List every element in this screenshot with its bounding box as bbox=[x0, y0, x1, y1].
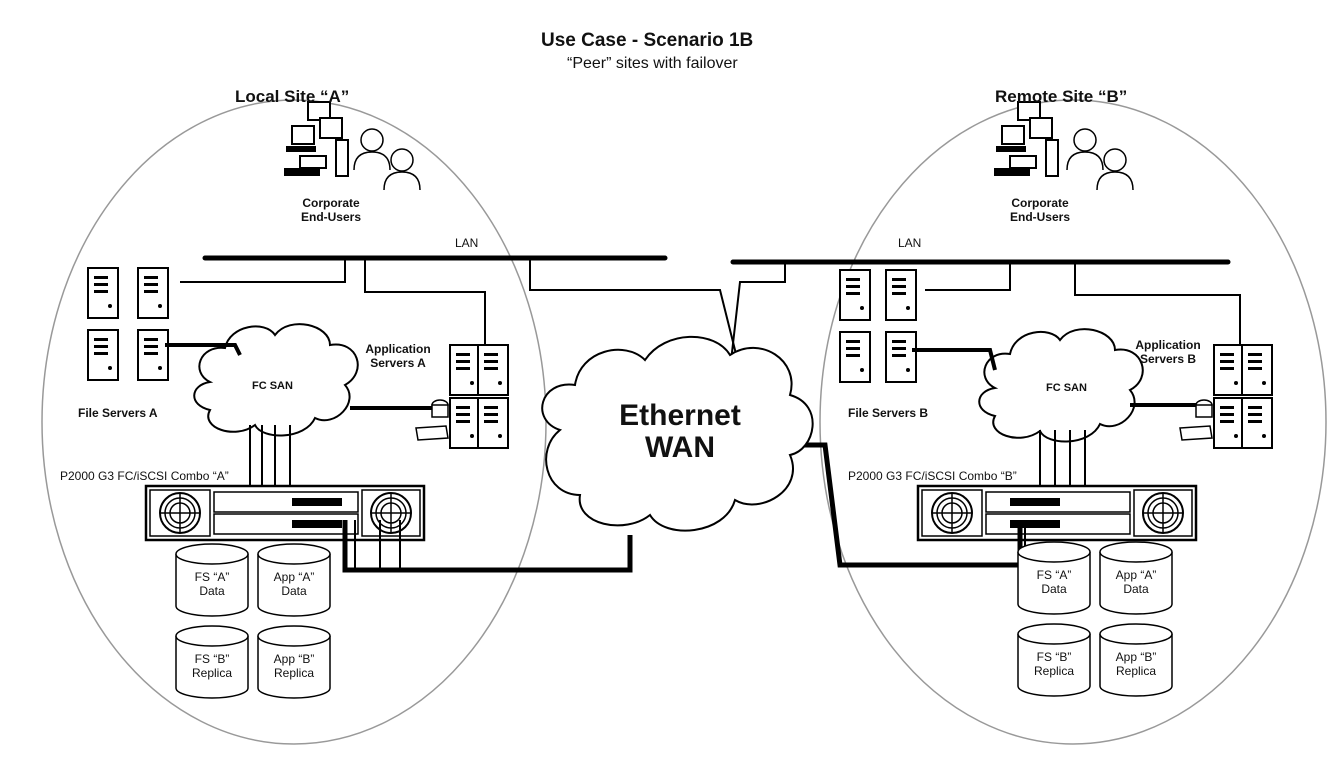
volume-line1: App “A” bbox=[273, 570, 315, 584]
site-a-title: Local Site “A” bbox=[235, 87, 350, 106]
lan-label: LAN bbox=[455, 236, 479, 250]
end-users-line2: End-Users bbox=[1009, 210, 1071, 224]
file-servers-label: File Servers A bbox=[78, 406, 158, 420]
volume-line1: App “B” bbox=[1115, 650, 1157, 664]
volume-line1: App “A” bbox=[1115, 568, 1157, 582]
volume-line2: Replica bbox=[1115, 664, 1157, 678]
volume-line2: Replica bbox=[273, 666, 315, 680]
volume-label: App “B” Replica bbox=[1100, 650, 1172, 678]
wan-line2: WAN bbox=[645, 431, 715, 464]
end-users-line2: End-Users bbox=[300, 210, 362, 224]
storage-array-icon bbox=[144, 484, 426, 542]
fc-san-cloud-a bbox=[193, 323, 359, 437]
app-servers-icon bbox=[1179, 344, 1273, 449]
site-b-title: Remote Site “B” bbox=[995, 87, 1128, 106]
site-b-graphics bbox=[729, 101, 1273, 697]
file-servers-icon bbox=[839, 269, 917, 383]
volume-label: FS “A” Data bbox=[1018, 568, 1090, 596]
diagram-title: Use Case - Scenario 1B bbox=[541, 30, 754, 51]
volume-line2: Data bbox=[199, 584, 225, 598]
app-servers-line1: Application bbox=[365, 342, 431, 356]
volume-label: FS “A” Data bbox=[176, 570, 248, 598]
end-users-line1: Corporate bbox=[1011, 196, 1069, 210]
fc-san-label: FC SAN bbox=[252, 380, 293, 392]
volume-line2: Data bbox=[281, 584, 307, 598]
volume-line1: FS “A” bbox=[194, 570, 230, 584]
app-servers-line2: Servers A bbox=[370, 356, 426, 370]
file-servers-label: File Servers B bbox=[848, 406, 929, 420]
volume-label: FS “B” Replica bbox=[176, 652, 248, 680]
end-users-line1: Corporate bbox=[302, 196, 360, 210]
storage-array-icon bbox=[916, 484, 1198, 542]
diagram-subtitle: “Peer” sites with failover bbox=[567, 55, 738, 72]
users-icon bbox=[1066, 128, 1134, 191]
wan-line1: Ethernet bbox=[619, 399, 741, 432]
users-icon bbox=[353, 128, 421, 191]
app-servers-line2: Servers B bbox=[1139, 352, 1197, 366]
lan-label: LAN bbox=[898, 236, 922, 250]
app-servers-label: Application Servers A bbox=[358, 342, 438, 370]
volume-line1: FS “B” bbox=[1036, 650, 1072, 664]
storage-array-label: P2000 G3 FC/iSCSI Combo “B” bbox=[848, 469, 1017, 483]
workstation-icon bbox=[994, 101, 1059, 177]
app-servers-icon bbox=[415, 344, 509, 449]
volume-line2: Replica bbox=[191, 666, 233, 680]
volume-label: App “A” Data bbox=[258, 570, 330, 598]
file-servers-icon bbox=[87, 267, 169, 381]
ethernet-wan-cloud bbox=[541, 335, 814, 532]
end-users-label: Corporate End-Users bbox=[995, 196, 1085, 224]
fc-san-cloud-b bbox=[978, 328, 1144, 443]
app-servers-line1: Application bbox=[1135, 338, 1201, 352]
volume-label: App “B” Replica bbox=[258, 652, 330, 680]
site-a-boundary bbox=[41, 99, 547, 745]
volume-label: App “A” Data bbox=[1100, 568, 1172, 596]
workstation-icon bbox=[284, 101, 349, 177]
volume-line2: Data bbox=[1123, 582, 1149, 596]
fc-san-label: FC SAN bbox=[1046, 382, 1087, 394]
volume-line1: App “B” bbox=[273, 652, 315, 666]
app-servers-label: Application Servers B bbox=[1128, 338, 1208, 366]
site-a-graphics bbox=[87, 101, 741, 699]
volume-line2: Replica bbox=[1033, 664, 1075, 678]
site-b-boundary bbox=[819, 99, 1327, 745]
wan-label: Ethernet WAN bbox=[600, 400, 760, 464]
end-users-label: Corporate End-Users bbox=[286, 196, 376, 224]
storage-array-label: P2000 G3 FC/iSCSI Combo “A” bbox=[60, 469, 229, 483]
volume-line1: FS “B” bbox=[194, 652, 230, 666]
volume-label: FS “B” Replica bbox=[1018, 650, 1090, 678]
volume-line2: Data bbox=[1041, 582, 1067, 596]
volume-line1: FS “A” bbox=[1036, 568, 1072, 582]
